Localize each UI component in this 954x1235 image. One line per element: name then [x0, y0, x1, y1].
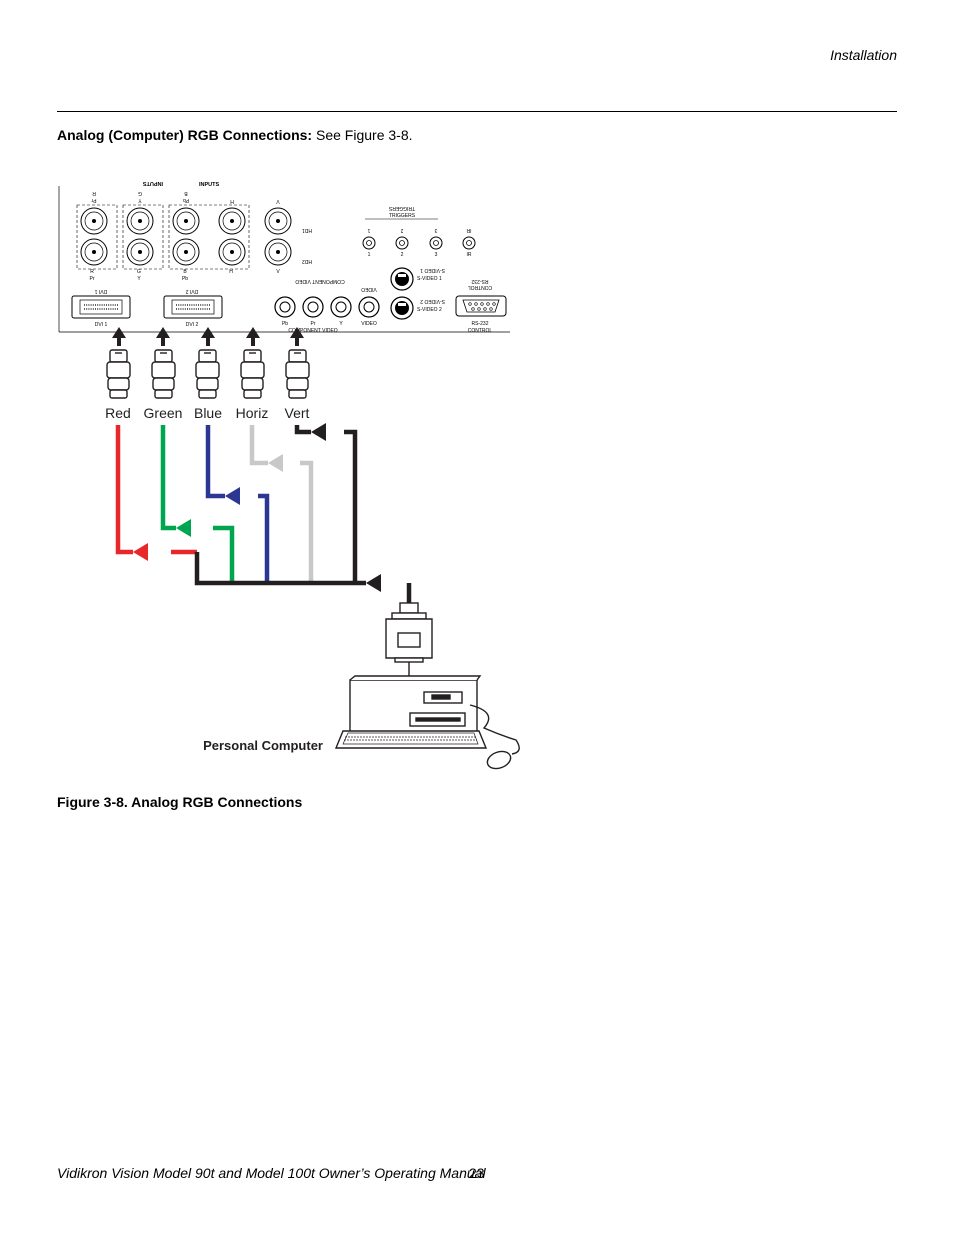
- bnc-top-row: [80, 207, 292, 235]
- bnc-bottom-label: V: [276, 269, 280, 275]
- cable-label-vert: Vert: [285, 405, 310, 421]
- header-rule: [57, 111, 897, 112]
- analog-rgb-figure: INPUTS INPUTS R G B H V Pr: [58, 180, 520, 770]
- control-mirror-label: CONTROL: [468, 284, 493, 290]
- bnc-bottom-label: R: [90, 269, 94, 275]
- computer-label: Personal Computer: [203, 738, 323, 753]
- subheading-bold: Analog (Computer) RGB Connections:: [57, 127, 313, 143]
- cable-label-blue: Blue: [194, 405, 222, 421]
- svideo1-mirror-label: S-VIDEO 1: [420, 267, 445, 273]
- component-label: Y: [339, 321, 343, 327]
- component-video-label: COMPONENT VIDEO: [288, 328, 337, 334]
- bnc-bottom-label: B: [183, 269, 187, 275]
- vga-plug: [385, 602, 433, 683]
- dvi1-mirror-label: DVI 1: [95, 288, 108, 294]
- svideo1-label: S-VIDEO 1: [417, 276, 442, 282]
- ir-mirror-label: IR: [466, 227, 471, 233]
- bnc-bottom-label: H: [229, 269, 233, 275]
- bnc-top-label: G: [138, 190, 142, 196]
- bnc-bottom-label2: Pr: [90, 276, 95, 282]
- triggers-mirror-label: TRIGGERS: [388, 205, 415, 211]
- cable-green-lead: [213, 525, 235, 583]
- plug-arrows: [112, 327, 304, 346]
- routing-arrows: [133, 423, 381, 592]
- bnc-top-label2: Pb: [183, 197, 189, 203]
- cable-label-green: Green: [144, 405, 183, 421]
- cable-blue: [205, 425, 225, 499]
- bnc-bottom-labels: R G B H V Pr Y Pb: [90, 269, 281, 282]
- footer: Vidikron Vision Model 90t and Model 100t…: [57, 1165, 486, 1181]
- rs232-mirror-label: RS-232: [471, 278, 488, 284]
- bnc-top-label: V: [276, 198, 280, 204]
- trigger-num: 3: [435, 252, 438, 258]
- control-label: CONTROL: [468, 328, 493, 334]
- video-label: VIDEO: [361, 321, 377, 327]
- triggers-label: TRIGGERS: [389, 213, 416, 219]
- bnc-bottom-label: G: [137, 269, 141, 275]
- cable-green: [160, 425, 176, 531]
- trigger-jacks: TRIGGERS TRIGGERS 1 2 3 IR 1 2 3 IR: [362, 205, 476, 258]
- cable-vert-lead: [344, 429, 358, 583]
- connector-panel: INPUTS INPUTS R G B H V Pr: [58, 180, 510, 334]
- cable-label-horiz: Horiz: [236, 405, 269, 421]
- subheading-rest: See Figure 3-8.: [312, 127, 413, 143]
- bnc-plug-vert: [285, 349, 310, 399]
- cable-horiz-lead: [300, 460, 314, 583]
- cable-trunk: [194, 552, 366, 586]
- page-number: 23: [469, 1165, 485, 1181]
- ir-label: IR: [467, 252, 472, 258]
- dvi-connectors: DVI 1 DVI 1 DVI 2 DVI 2: [71, 288, 223, 328]
- rs232-port: RS-232 CONTROL RS-232 CONTROL: [455, 278, 507, 334]
- bnc-plugs: [106, 349, 310, 399]
- cable-blue-lead: [258, 493, 270, 583]
- computer-icon: [334, 675, 520, 770]
- bnc-bottom-label2: Pb: [182, 276, 188, 282]
- svideo-jacks: S-VIDEO 1 S-VIDEO 1 S-VIDEO 2 S-VIDEO 2: [390, 267, 445, 320]
- rs232-label: RS-232: [472, 321, 489, 327]
- component-video-jacks: COMPONENT VIDEO Pb Pr Y VIDEO VIDEO COMP…: [274, 278, 380, 334]
- bnc-bottom-row: [80, 238, 292, 266]
- bnc-top-label: R: [92, 190, 96, 196]
- component-label: Pb: [282, 321, 288, 327]
- subheading: Analog (Computer) RGB Connections: See F…: [57, 127, 413, 143]
- dvi2-mirror-label: DVI 2: [186, 288, 199, 294]
- svideo2-label: S-VIDEO 2: [417, 307, 442, 313]
- inputs-mirror-label: INPUTS: [143, 180, 164, 186]
- hd1-label: HD1: [302, 227, 312, 233]
- trigger-num: 1: [368, 252, 371, 258]
- dvi2-label: DVI 2: [186, 322, 199, 328]
- trigger-num-mirror: 1: [367, 227, 370, 233]
- cable-red: [115, 425, 133, 555]
- section-title: Installation: [830, 47, 897, 63]
- inputs-label: INPUTS: [199, 182, 220, 188]
- bnc-top-label: H: [230, 198, 234, 204]
- bnc-top-label: B: [184, 190, 188, 196]
- bnc-plug-green: [151, 349, 176, 399]
- bnc-top-label2: Y: [138, 197, 142, 203]
- cable-labels: Red Green Blue Horiz Vert: [105, 405, 309, 421]
- trigger-num-mirror: 2: [400, 227, 403, 233]
- cable-runs: [115, 425, 412, 606]
- bnc-plug-red: [106, 349, 131, 399]
- bnc-top-label2: Pr: [91, 197, 96, 203]
- cable-vert: [294, 425, 311, 435]
- component-video-mirror: COMPONENT VIDEO: [295, 278, 344, 284]
- dvi1-label: DVI 1: [95, 322, 108, 328]
- figure-caption: Figure 3-8. Analog RGB Connections: [57, 794, 303, 810]
- hd2-label: HD2: [302, 258, 312, 264]
- trigger-num-mirror: 3: [434, 227, 437, 233]
- bnc-bottom-label2: Y: [137, 276, 141, 282]
- component-label: Pr: [311, 321, 316, 327]
- cable-horiz: [249, 425, 268, 466]
- video-mirror-label: VIDEO: [361, 286, 377, 292]
- manual-title: Vidikron Vision Model 90t and Model 100t…: [57, 1165, 486, 1181]
- bnc-top-labels: R G B H V Pr Y Pb: [91, 190, 280, 204]
- trigger-num: 2: [401, 252, 404, 258]
- bnc-plug-horiz: [240, 349, 265, 399]
- bnc-plug-blue: [195, 349, 220, 399]
- cable-label-red: Red: [105, 405, 131, 421]
- svideo2-mirror-label: S-VIDEO 2: [420, 298, 445, 304]
